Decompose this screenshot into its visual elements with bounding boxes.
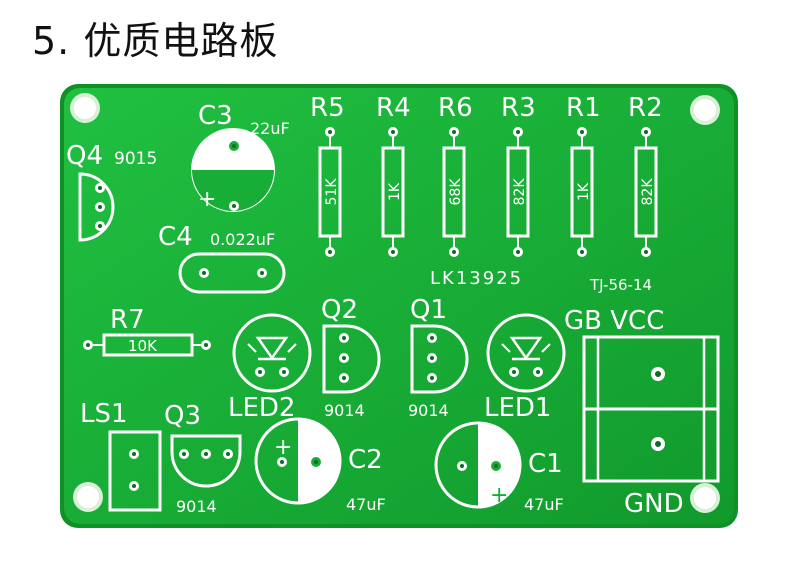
r1-value-label: 1K <box>576 182 592 201</box>
q1-transistor-footprint <box>410 324 469 394</box>
q1-part-label: 9014 <box>408 401 449 420</box>
q1-label: Q1 <box>410 295 447 325</box>
q2-part-label: 9014 <box>324 401 365 420</box>
resistor-r5-footprint <box>318 127 342 257</box>
c4-value-label: 0.022uF <box>210 230 275 249</box>
led2-footprint <box>232 313 312 393</box>
r1-label: R1 <box>566 93 601 123</box>
c2-capacitor-footprint <box>254 417 342 505</box>
r7-label: R7 <box>110 305 145 335</box>
c3-capacitor-footprint <box>191 128 275 212</box>
r6-label: R6 <box>438 93 473 123</box>
resistor-r4-footprint <box>381 127 405 257</box>
mounting-holes <box>70 93 720 513</box>
r2-label: R2 <box>628 93 663 123</box>
c3-plus-mark: + <box>198 187 216 212</box>
led1-label: LED1 <box>484 393 551 423</box>
c2-plus-mark: + <box>274 435 292 460</box>
r3-label: R3 <box>501 93 536 123</box>
r4-label: R4 <box>376 93 411 123</box>
led2-label: LED2 <box>228 393 295 423</box>
q2-transistor-footprint <box>322 324 381 394</box>
page-heading: 5. 优质电路板 <box>32 19 279 63</box>
power-connector-footprint <box>582 335 720 483</box>
led1-footprint <box>486 313 566 393</box>
c4-label: C4 <box>158 222 193 252</box>
gb-vcc-label: GB VCC <box>564 306 664 336</box>
pcb-board-graphic: Q4 9015 C3 22uF + C4 0.022uF <box>60 84 738 528</box>
c3-label: C3 <box>198 101 233 131</box>
resistor-r7-footprint <box>83 333 211 357</box>
gnd-label: GND <box>624 489 684 519</box>
c1-label: C1 <box>528 449 563 479</box>
board-model-label: LK13925 <box>430 268 523 289</box>
r3-value-label: 82K <box>512 178 528 206</box>
r5-value-label: 51K <box>324 178 340 206</box>
r7-value-label: 10K <box>128 337 158 355</box>
c3-value-label: 22uF <box>250 119 290 138</box>
q4-transistor-footprint <box>78 172 115 242</box>
q3-label: Q3 <box>164 401 201 431</box>
pcb-board-photo: Q4 9015 C3 22uF + C4 0.022uF <box>58 82 740 530</box>
resistor-r3-footprint <box>506 127 530 257</box>
q4-part-label: 9015 <box>114 149 157 169</box>
r5-label: R5 <box>310 93 345 123</box>
c1-value-label: 47uF <box>524 495 564 514</box>
ls1-label: LS1 <box>80 399 128 429</box>
board-revision-label: TJ-56-14 <box>589 276 652 294</box>
ls1-speaker-footprint <box>108 430 162 512</box>
resistor-r6-footprint <box>442 127 466 257</box>
c4-capacitor-footprint <box>178 252 286 294</box>
c2-value-label: 47uF <box>346 495 386 514</box>
c1-capacitor-footprint <box>434 421 522 509</box>
resistor-r1-footprint <box>570 127 594 257</box>
q3-transistor-footprint <box>170 434 242 488</box>
resistor-r2-footprint <box>634 127 658 257</box>
c1-plus-mark: + <box>490 483 508 508</box>
r6-value-label: 68K <box>448 178 464 206</box>
r2-value-label: 82K <box>640 178 656 206</box>
q3-part-label: 9014 <box>176 497 217 516</box>
r4-value-label: 1K <box>387 182 403 201</box>
q2-label: Q2 <box>321 295 358 325</box>
q4-label: Q4 <box>66 141 103 171</box>
c2-label: C2 <box>348 445 383 475</box>
